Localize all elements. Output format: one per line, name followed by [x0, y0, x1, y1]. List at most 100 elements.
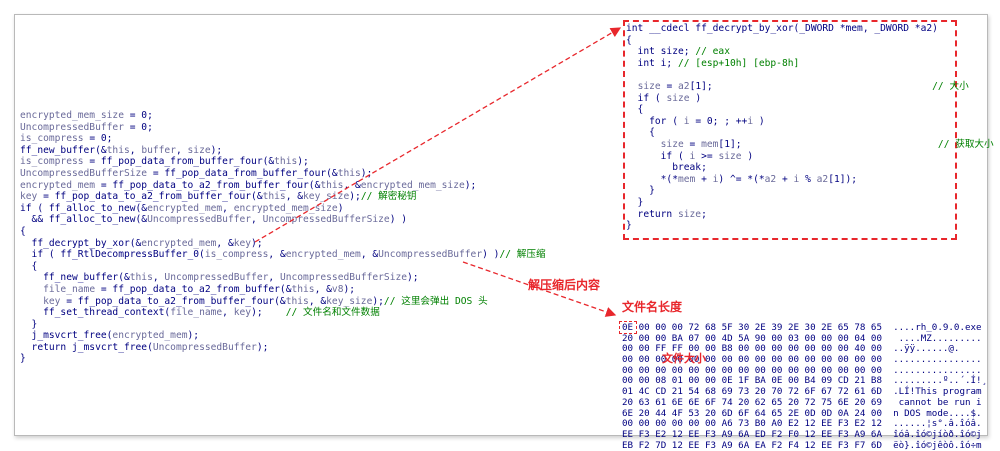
hex-bytes: 00 00 00 00 00 00 00 00 00 00 00 00 00 0…: [622, 364, 882, 376]
hex-bytes: EE F3 E2 12 EE F3 A9 6A ED F2 F0 12 EE F…: [622, 428, 882, 440]
code-identifier: key: [20, 191, 38, 203]
code-line: is_compress = ff_pop_data_from_buffer_fo…: [20, 156, 546, 168]
code-line: UncompressedBuffer = 0;: [20, 122, 546, 134]
code-line: {: [626, 104, 994, 116]
arrow-to-hex-dump: [462, 261, 617, 317]
code-token: {: [626, 34, 632, 46]
code-token: );: [256, 341, 269, 353]
file-size-label: 文件大小: [662, 352, 706, 365]
code-identifier: encrypted_mem: [112, 330, 188, 342]
code-identifier: UncompressedBuffer: [378, 249, 483, 261]
code-comment: // 解密秘钥: [360, 191, 417, 203]
code-line: }: [20, 319, 546, 331]
code-line: }: [626, 197, 994, 209]
code-comment: // 文件名和文件数据: [285, 307, 380, 319]
code-identifier: v8: [331, 283, 344, 295]
hex-row: EE F3 E2 12 EE F3 A9 6A ED F2 F0 12 EE F…: [622, 428, 987, 441]
code-identifier: UncompressedBufferSize: [279, 272, 408, 284]
hex-ascii: ....MZ.........: [893, 332, 982, 344]
code-line: is_compress = 0;: [20, 133, 546, 145]
code-token: =: [660, 80, 678, 92]
code-token: , &: [343, 180, 360, 191]
code-line: return size;: [626, 209, 994, 221]
code-identifier: this: [291, 283, 315, 295]
code-token: ) ): [389, 214, 408, 226]
code-identifier: encrypted_mem_size: [360, 179, 465, 191]
code-token: ,: [175, 144, 188, 156]
hex-ascii: ......¦s°.â.îóâ.: [893, 418, 982, 430]
code-line: && ff_alloc_to_new(&UncompressedBuffer, …: [20, 214, 546, 226]
code-token: ): [741, 150, 754, 162]
code-identifier: is_compress: [20, 133, 84, 145]
code-identifier: encrypted_mem: [285, 249, 361, 261]
hex-ascii: .LÍ!This program: [893, 386, 982, 398]
code-token: );: [251, 307, 286, 319]
code-line: ff_new_buffer(&this, buffer, size);: [20, 145, 546, 157]
code-line: int size; // eax: [626, 46, 994, 58]
code-token: int size;: [626, 46, 696, 58]
code-identifier: encrypted_mem_size: [20, 110, 124, 121]
code-identifier: a2: [816, 173, 829, 185]
code-identifier: is_compress: [204, 249, 269, 261]
code-identifier: file_name: [43, 283, 96, 295]
arrow-to-xor-function: [254, 27, 622, 243]
code-token: );: [407, 272, 419, 284]
hex-bytes: 00 00 FF FF 00 00 B8 00 00 00 00 00 00 0…: [622, 343, 882, 355]
code-identifier: key: [233, 237, 252, 249]
code-identifier: size: [666, 92, 690, 104]
hex-ascii: ..ÿÿ......@.: [893, 343, 960, 355]
hex-bytes: EB F2 7D 12 EE F3 A9 6A EA F2 F4 12 EE F…: [622, 439, 882, 451]
hex-bytes: 00 00 00 00 00 00 A6 73 B0 A0 E2 12 EE F…: [622, 418, 882, 430]
code-identifier: size: [637, 80, 661, 92]
code-token: break;: [626, 162, 707, 174]
code-line: key = ff_pop_data_to_a2_from_buffer_four…: [20, 296, 546, 308]
code-token: {: [20, 225, 26, 237]
code-token: , &: [268, 249, 286, 261]
hex-row: 0E 00 00 00 72 68 5F 30 2E 39 2E 30 2E 6…: [622, 322, 987, 334]
code-comment: // 获取大小: [937, 138, 994, 150]
code-token: =: [683, 138, 702, 150]
hex-row: 00 00 00 00 00 00 00 00 00 00 00 00 00 0…: [622, 354, 987, 366]
code-token: }: [626, 220, 632, 232]
code-token: ,: [152, 272, 165, 284]
code-token: int i;: [626, 57, 678, 69]
code-identifier: file_name: [170, 307, 223, 319]
code-identifier: encrypted_mem_size: [233, 202, 338, 214]
code-token: ): [753, 115, 765, 127]
hex-bytes: 00 00 08 01 00 00 0E 1F BA 0E 00 B4 09 C…: [622, 375, 882, 387]
code-line: for ( i = 0; ; ++i ): [626, 116, 994, 128]
code-token: );: [297, 156, 309, 168]
code-token: ): [337, 202, 344, 214]
code-token: , &: [216, 237, 234, 249]
hex-ascii: n DOS mode....$.: [893, 407, 982, 419]
code-token: = ff_pop_data_to_a2_from_buffer_four(&: [37, 191, 263, 203]
code-token: && ff_alloc_to_new(&: [20, 214, 148, 226]
code-line: if ( size ): [626, 93, 994, 105]
code-line: {: [626, 35, 994, 47]
hex-bytes: 6E 20 44 4F 53 20 6D 6F 64 65 2E 0D 0D 0…: [622, 407, 882, 419]
code-token: );: [210, 144, 223, 156]
code-identifier: a2: [764, 173, 777, 185]
code-line: size = a2[1]; // 大小: [626, 81, 994, 93]
code-line: if ( ff_RtlDecompressBuffer_0(is_compres…: [20, 249, 546, 261]
code-identifier: buffer: [141, 144, 176, 156]
code-comment: // [esp+10h] [ebp-8h]: [677, 57, 800, 69]
hex-ascii: ................: [893, 364, 982, 376]
code-identifier: UncompressedBufferSize: [20, 167, 148, 179]
hex-row: 20 63 61 6E 6E 6F 74 20 62 65 20 72 75 6…: [622, 396, 987, 409]
hex-row: 01 4C CD 21 54 68 69 73 20 70 72 6F 67 7…: [622, 386, 987, 398]
hex-row: EB F2 7D 12 EE F3 A9 6A EA F2 F4 12 EE F…: [622, 439, 987, 451]
hex-ascii: cannot be run i: [893, 396, 982, 408]
code-line: size = mem[1]; // 获取大小: [626, 139, 994, 151]
code-token: = ff_pop_data_from_buffer_four(&: [83, 156, 275, 168]
hex-row: 00 00 FF FF 00 00 B8 00 00 00 00 00 00 0…: [622, 344, 987, 355]
hex-row: 20 00 00 BA 07 00 4D 5A 90 00 03 00 00 0…: [622, 332, 987, 345]
code-identifier: this: [337, 167, 361, 179]
code-token: int __cdecl ff_decrypt_by_xor(_DWORD *me…: [626, 23, 938, 34]
decompressed-content-label: 解压缩后内容: [528, 278, 601, 292]
code-token: ff_new_buffer(&: [20, 272, 130, 284]
decompiled-code-xor-function: int __cdecl ff_decrypt_by_xor(_DWORD *me…: [626, 23, 994, 232]
hex-bytes: 01 4C CD 21 54 68 69 73 20 70 72 6F 67 7…: [622, 386, 882, 398]
code-line: int __cdecl ff_decrypt_by_xor(_DWORD *me…: [626, 23, 994, 35]
